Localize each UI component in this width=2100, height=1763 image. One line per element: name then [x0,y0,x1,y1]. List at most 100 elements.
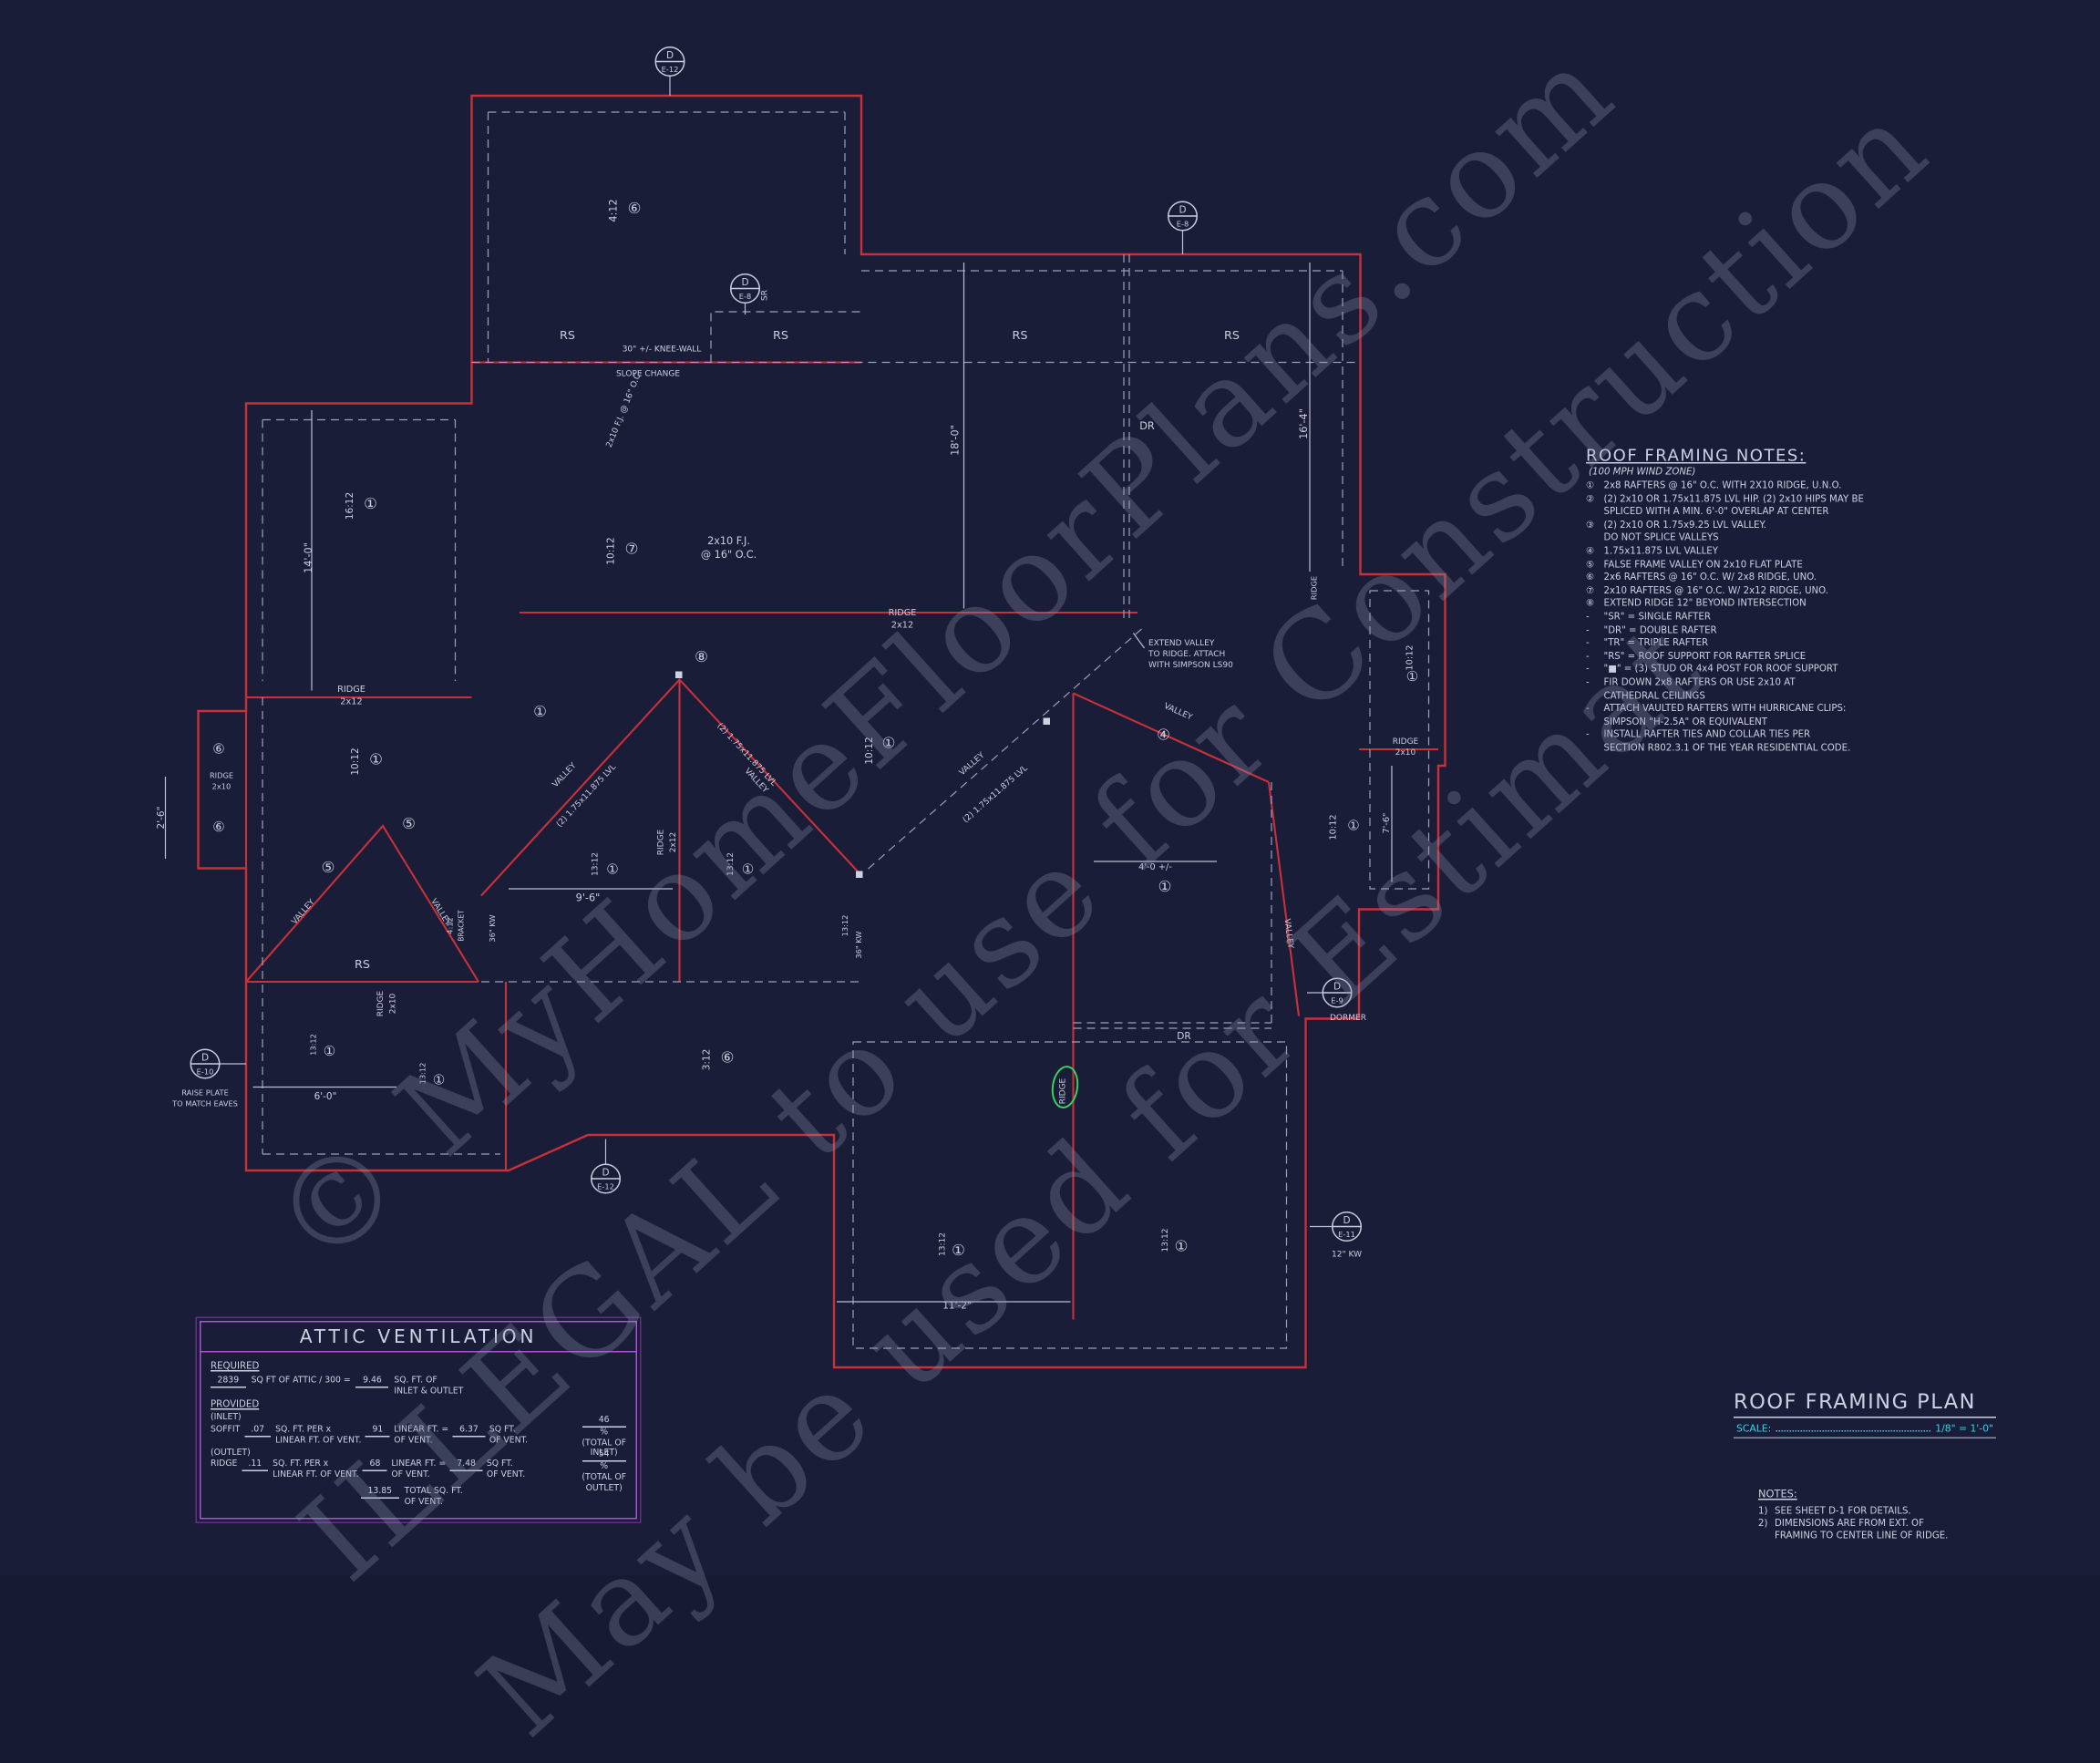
plan-label: ① [1406,668,1418,685]
plan-label: 2x10 [389,993,398,1014]
roof-support-square [675,671,683,678]
note-marker: ⑦ [1586,584,1595,596]
plan-label: RS [1013,329,1028,343]
plan-label: 4:12 [608,199,620,222]
plan-label: VALLEY [1162,702,1194,723]
plan-label: 14'-0" [303,542,314,573]
note-text: "DR" = DOUBLE RAFTER [1603,624,1717,635]
plan-label: ① [606,861,618,878]
sheet-note-number: 1) [1758,1505,1768,1517]
attic-total-label: TOTAL SQ. FT.OF VENT. [404,1486,463,1507]
plan-label: 4'-0 +/- [1138,862,1172,872]
roof-dashed-lines [262,111,1430,1349]
inlet-percentage: 46 % (TOTAL OF INLET) [582,1415,626,1459]
plan-label: DR [1177,1031,1190,1042]
roof-outline [197,94,1446,1369]
plan-label: 4:12 [446,917,455,934]
inlet-name: SOFFIT [211,1424,241,1435]
roof-framing-note-item: -"TR" = TRIPLE RAFTER [1586,637,1974,650]
plan-label: RIDGE [1393,737,1419,747]
attic-total-row: 13.85 TOTAL SQ. FT.OF VENT. [361,1486,626,1507]
plan-label: 16'-4" [1298,408,1310,439]
detail-marker-bottom-label: E-8 [739,292,751,301]
detail-marker-top-label: D [741,277,748,288]
plan-label: ⑤ [322,859,335,876]
plan-label: ① [1347,818,1359,834]
plan-label: TO MATCH EAVES [171,1099,238,1108]
plan-label: 10:12 [350,747,361,775]
attic-outlet-label: (OUTLET) [211,1447,251,1458]
note-text: ATTACH VAULTED RAFTERS WITH HURRICANE CL… [1603,703,1847,727]
detail-marker-bottom-label: E-10 [197,1067,214,1076]
green-highlight [1051,1066,1079,1108]
attic-ventilation-title: ATTIC VENTILATION [201,1323,636,1353]
plan-label: RS [355,958,370,972]
plan-label: 11'-2" [942,1301,972,1312]
attic-ventilation-body: REQUIRED 2839 SQ FT OF ATTIC / 300 = 9.4… [201,1353,636,1518]
roof-framing-note-item: ②(2) 2x10 OR 1.75x11.875 LVL HIP. (2) 2x… [1586,493,1974,520]
plan-label: RIDGE [889,608,917,618]
roof-framing-note-item: -"DR" = DOUBLE RAFTER [1586,624,1974,637]
plan-label: 10:12 [864,737,875,764]
plan-label: 2x10 [212,782,232,791]
plan-label: ① [324,1043,335,1059]
attic-required-unit-1: SQ. FT. OF [394,1375,438,1386]
inlet-area: 6.37 [452,1425,486,1438]
roof-red-framing-lines [244,361,1438,1320]
roof-framing-note-item: ① 2x8 RAFTERS @ 16" O.C. WITH 2X10 RIDGE,… [1586,480,1974,493]
plan-label: 13:12 [840,915,849,937]
outlet-area-unit: SQ FT.OF VENT. [486,1459,526,1480]
attic-required-units: SQ. FT. OF INLET & OUTLET [394,1376,463,1397]
detail-marker-bottom-label: E-12 [662,65,679,74]
roof-framing-note-item: -"SR" = SINGLE RAFTER [1586,611,1974,624]
note-marker: ① [1586,479,1595,491]
sheet-title: ROOF FRAMING PLAN [1734,1389,1996,1418]
outlet-rate: .11 [241,1459,269,1472]
detail-marker-top-label: D [1333,981,1341,992]
inlet-area-unit: SQ FT.OF VENT. [489,1424,529,1446]
detail-marker-top-label: D [201,1052,209,1063]
detail-marker: DE-12 [591,1139,621,1194]
note-marker: ⑤ [1586,558,1595,570]
plan-label: ① [364,495,377,512]
outlet-percentage: 54 % (TOTAL OF OUTLET) [582,1449,626,1493]
attic-formula-text: SQ FT OF ATTIC / 300 = [251,1375,351,1386]
detail-marker: DE-9 [1307,977,1353,1008]
sheet-note-item: 1)SEE SHEET D-1 FOR DETAILS. [1758,1506,1948,1519]
note-marker: ⑥ [1586,572,1595,583]
plan-label: EXTEND VALLEY [1148,639,1215,648]
plan-label: RS [1224,329,1240,343]
note-text: 2x8 RAFTERS @ 16" O.C. WITH 2X10 RIDGE, … [1603,479,1842,491]
note-marker: ④ [1586,545,1595,557]
plan-label: 36" KW [488,914,497,942]
plan-label: ① [369,751,383,768]
note-text: EXTEND RIDGE 12" BEYOND INTERSECTION [1603,598,1807,610]
inlet-length-unit: LINEAR FT. =OF VENT. [394,1424,449,1446]
attic-required-unit-2: INLET & OUTLET [394,1386,464,1396]
outlet-length: 68 [363,1459,387,1472]
plan-label: 10:12 [1329,814,1339,840]
note-marker: - [1586,728,1590,740]
plan-label: ① [433,1072,445,1088]
plan-label: RIDGE [1059,1077,1068,1104]
plan-label: 2x10 F.J. [707,535,750,547]
inlet-length: 91 [365,1425,390,1438]
inlet-rate: .07 [243,1425,272,1438]
plan-label: 30" +/- KNEE-WALL [623,345,702,355]
note-text: (2) 2x10 OR 1.75x9.25 LVL VALLEY.DO NOT … [1603,519,1766,544]
plan-label: ① [1175,1238,1189,1255]
plan-label: ① [533,703,547,720]
plan-label: 10:12 [1405,644,1415,670]
plan-label: VALLEY [958,751,987,778]
outlet-area: 7.48 [449,1459,483,1472]
attic-sqft-value: 2839 [211,1376,246,1387]
plan-label: 13:12 [939,1232,948,1256]
